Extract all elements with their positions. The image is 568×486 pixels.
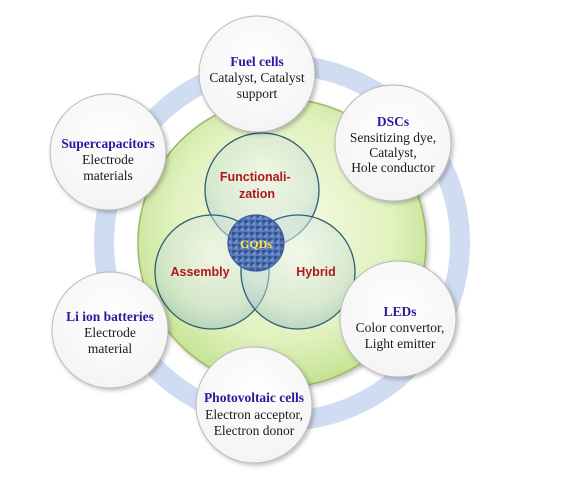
supercapacitors-title: Supercapacitors (61, 136, 155, 151)
supercapacitors-desc-2: materials (83, 168, 132, 183)
app-dscs: DSCs Sensitizing dye, Catalyst, Hole con… (334, 84, 452, 202)
leds-desc-1: Color convertor, (356, 320, 445, 335)
dscs-title: DSCs (377, 114, 409, 129)
app-supercapacitors: Supercapacitors Electrode materials (49, 93, 167, 211)
photovoltaic-cells-desc-1: Electron acceptor, (205, 407, 303, 422)
assembly-label: Assembly (170, 265, 229, 279)
app-fuel-cells: Fuel cells Catalyst, Catalyst support (198, 15, 316, 133)
app-leds: LEDs Color convertor, Light emitter (339, 260, 457, 378)
functionalization-label-line-1: Functionali- (220, 170, 291, 184)
gqds-core-label: GQDs (240, 237, 272, 251)
functionalization-label-line-2: zation (239, 187, 275, 201)
photovoltaic-cells-title: Photovoltaic cells (204, 390, 304, 405)
photovoltaic-cells-desc-2: Electron donor (214, 423, 295, 438)
dscs-desc-2: Catalyst, (369, 145, 417, 160)
leds-title: LEDs (383, 304, 416, 319)
functionalization-label: Functionali- zation (220, 170, 294, 201)
gqds-core (227, 214, 285, 272)
dscs-desc-3: Hole conductor (351, 160, 435, 175)
li-ion-batteries-title: Li ion batteries (66, 309, 154, 324)
fuel-cells-title: Fuel cells (230, 54, 284, 69)
hybrid-label: Hybrid (296, 265, 336, 279)
app-li-ion-batteries: Li ion batteries Electrode material (51, 271, 169, 389)
app-photovoltaic-cells: Photovoltaic cells Electron acceptor, El… (195, 346, 313, 464)
leds-desc-2: Light emitter (365, 336, 436, 351)
li-ion-batteries-desc-2: material (88, 341, 132, 356)
fuel-cells-desc-2: support (237, 86, 278, 101)
fuel-cells-desc-1: Catalyst, Catalyst (209, 70, 304, 85)
supercapacitors-desc-1: Electrode (82, 152, 134, 167)
li-ion-batteries-desc-1: Electrode (84, 325, 136, 340)
dscs-desc-1: Sensitizing dye, (350, 130, 436, 145)
